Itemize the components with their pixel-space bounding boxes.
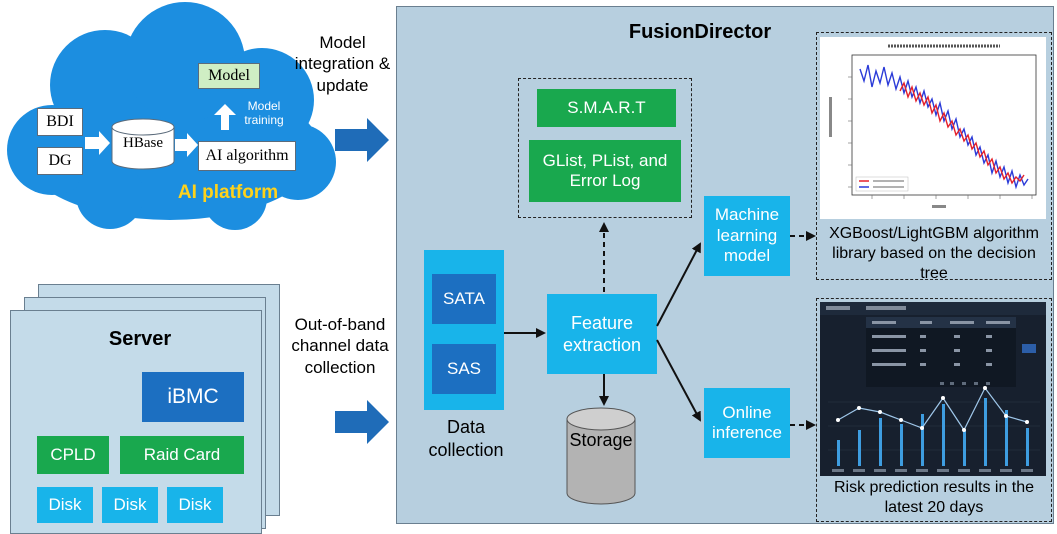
server-title: Server — [108, 328, 172, 350]
prediction-line-chart-thumbnail — [820, 37, 1046, 219]
disk-box-1: Disk — [37, 487, 93, 523]
oob-collection-label: Out-of-band channel data collection — [291, 315, 389, 377]
flow-connectors — [504, 222, 816, 430]
ai-platform-title: AI platform — [177, 182, 279, 203]
disk-box-3: Disk — [167, 487, 223, 523]
risk-caption: Risk prediction results in the latest 20… — [833, 479, 1035, 516]
ml-model-box: Machine learning model — [704, 196, 790, 276]
sas-box: SAS — [432, 344, 496, 394]
storage-label: Storage — [569, 430, 633, 450]
model-box: Model — [198, 63, 260, 89]
to-algorithm-arrow-icon — [175, 133, 198, 157]
cpld-box: CPLD — [37, 436, 109, 474]
risk-dashboard-thumbnail — [820, 302, 1046, 476]
bdi-box: BDI — [37, 108, 83, 136]
to-fusion-arrow-bottom-icon — [335, 400, 389, 444]
raid-card-box: Raid Card — [120, 436, 244, 474]
xgboost-frame — [816, 32, 1052, 280]
model-training-label: Model training — [244, 99, 284, 127]
glist-box: GList, PList, and Error Log — [529, 140, 681, 202]
merge-arrow-icon — [85, 131, 110, 155]
feature-extraction-box: Feature extraction — [547, 294, 657, 374]
hbase-cylinder-icon — [111, 118, 175, 170]
ibmc-box: iBMC — [142, 372, 244, 422]
dg-box: DG — [37, 147, 83, 175]
smart-box: S.M.A.R.T — [537, 89, 676, 127]
sata-box: SATA — [432, 274, 496, 324]
storage-cylinder-icon — [566, 407, 636, 505]
risk-frame — [816, 298, 1052, 522]
data-collection-label: Data collection — [428, 417, 504, 460]
model-integration-label: Model integration & update — [294, 33, 391, 95]
disk-box-2: Disk — [102, 487, 158, 523]
up-arrow-icon — [214, 104, 236, 130]
online-inference-box: Online inference — [704, 388, 790, 458]
hbase-label: HBase — [123, 135, 163, 151]
smart-group-frame — [518, 78, 692, 218]
ai-algorithm-box: AI algorithm — [198, 141, 296, 171]
xgboost-caption: XGBoost/LightGBM algorithm library based… — [829, 225, 1039, 282]
to-fusion-arrow-top-icon — [335, 118, 389, 162]
fusion-director-title: FusionDirector — [628, 21, 772, 43]
